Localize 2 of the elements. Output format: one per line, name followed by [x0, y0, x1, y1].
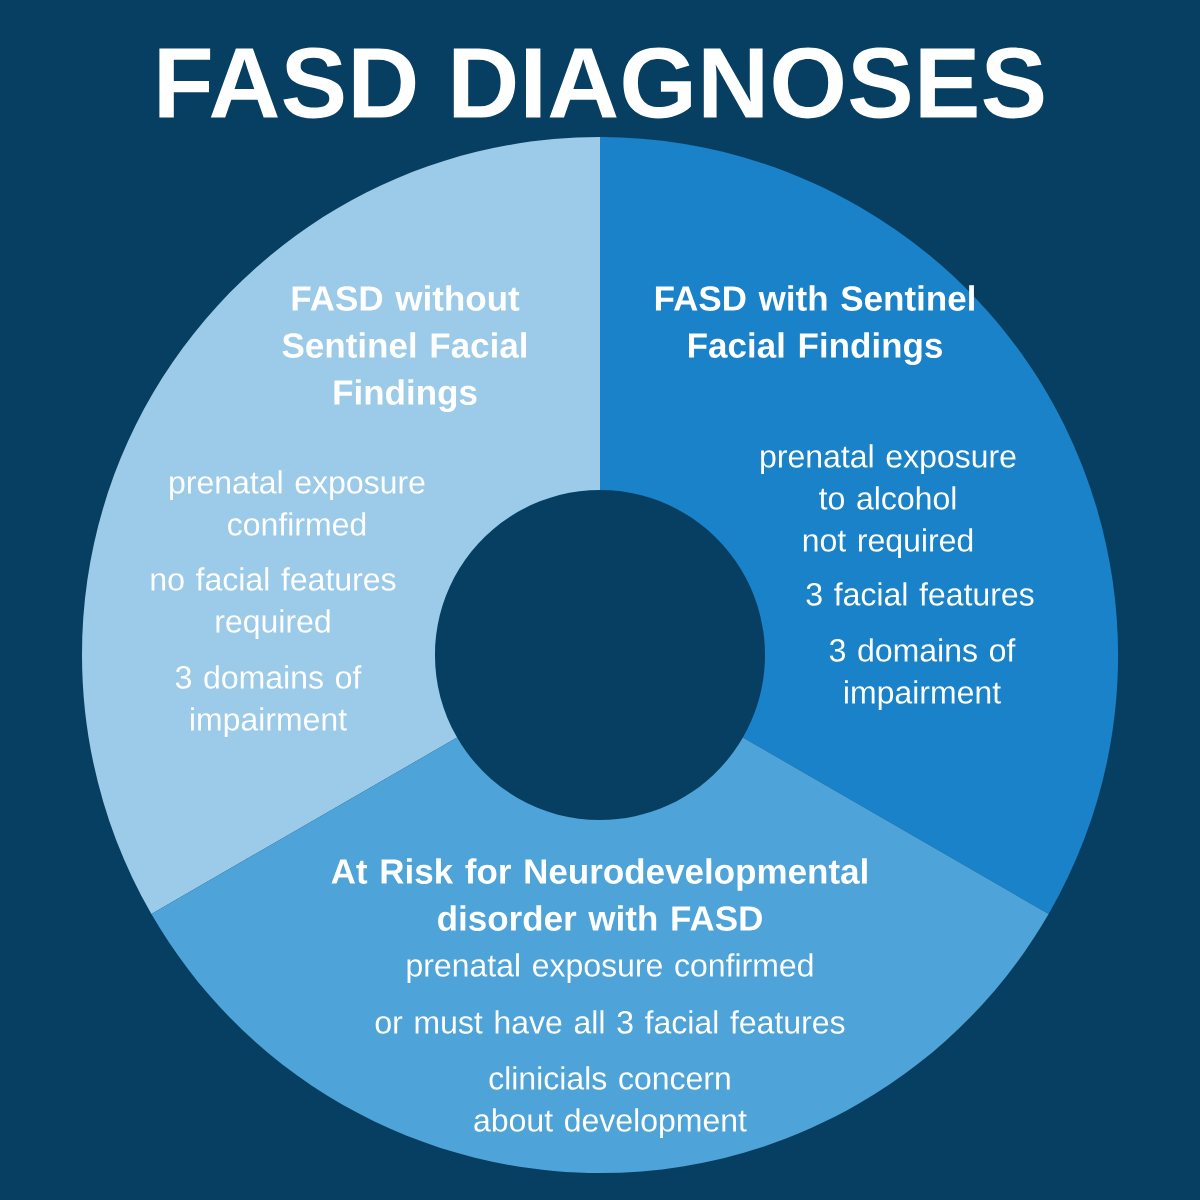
donut-segment: At Risk for Neurodevelopmental disorder with FASD prenatal exposure confirmed or must have all 3 facial features clinicials concern about development — [151, 737, 1049, 1174]
title: FASD DIAGNOSES — [159, 47, 1044, 119]
